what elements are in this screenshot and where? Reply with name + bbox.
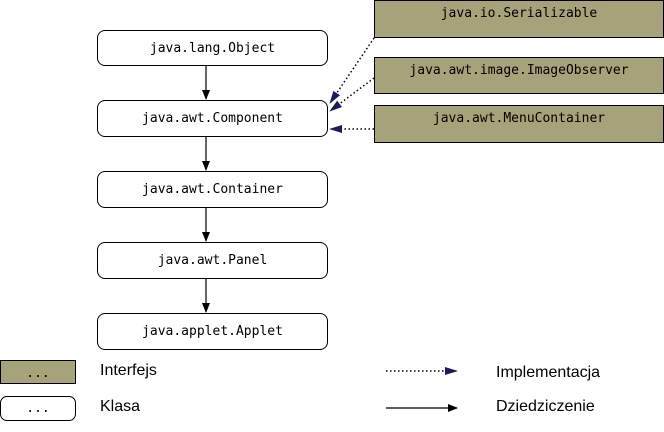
- class-box-applet: java.applet.Applet: [97, 313, 328, 350]
- legend-class-label: Klasa: [100, 398, 141, 415]
- implementation-arrow-serializable: [329, 37, 375, 104]
- interface-box-imageobserver: java.awt.image.ImageObserver: [374, 57, 664, 94]
- class-box-object: java.lang.Object: [97, 30, 328, 66]
- legend-interface-label: Interfejs: [100, 362, 157, 379]
- legend-class-sample: ...: [0, 396, 76, 421]
- class-box-component: java.awt.Component: [97, 100, 328, 137]
- class-box-container: java.awt.Container: [97, 171, 328, 208]
- interface-box-menucontainer: java.awt.MenuContainer: [374, 105, 664, 143]
- legend-interface-sample: ...: [0, 360, 76, 384]
- legend-implementation-label: Implementacja: [496, 364, 601, 381]
- class-box-panel: java.awt.Panel: [97, 242, 328, 279]
- interface-box-serializable: java.io.Serializable: [374, 0, 664, 38]
- legend-inheritance-label: Dziedziczenie: [496, 398, 595, 415]
- implementation-arrow-imageobserver: [329, 77, 375, 112]
